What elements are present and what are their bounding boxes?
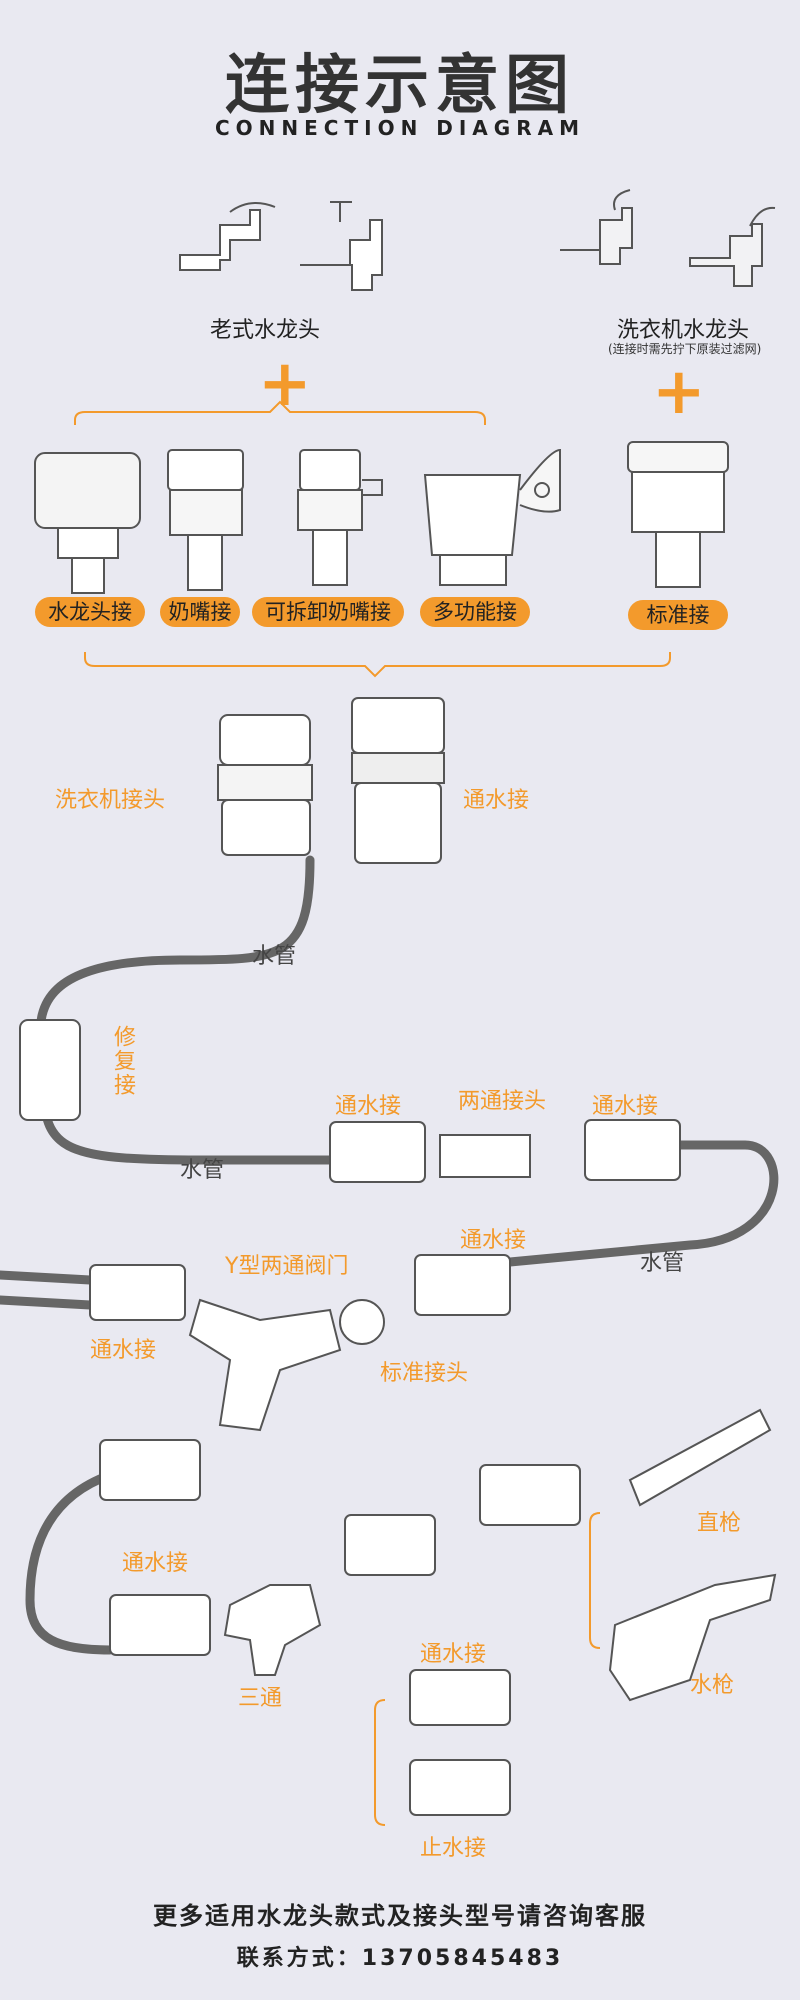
detachable-nipple-connector-icon [297, 449, 383, 586]
pass-connector-label: 通水接 [592, 1094, 659, 1119]
y-valve-icon [188, 1298, 342, 1432]
pass-connector-5-icon [89, 1264, 186, 1321]
pass-connector-label: 通水接 [90, 1338, 157, 1363]
y-valve-label: Y型两通阀门 [225, 1254, 349, 1279]
straight-gun-icon [628, 1408, 772, 1507]
water-gun-icon [608, 1573, 777, 1702]
standard-joint-label: 标准接头 [380, 1361, 469, 1386]
plus-icon: + [652, 355, 706, 429]
hose-label: 水管 [180, 1158, 225, 1183]
tee-label: 三通 [238, 1686, 283, 1711]
connector-pill-faucet: 水龙头接 [35, 597, 145, 627]
multi-function-connector-icon [423, 448, 561, 586]
washer-faucet-label: 洗衣机水龙头 [617, 318, 750, 343]
pass-connector-label: 通水接 [460, 1228, 527, 1253]
two-way-connector-label: 两通接头 [458, 1089, 547, 1114]
connector-pill-multi-function: 多功能接 [420, 597, 530, 627]
washer-connector-label: 洗衣机接头 [55, 788, 166, 813]
tee-icon [223, 1584, 322, 1676]
page-subtitle: CONNECTION DIAGRAM [214, 116, 585, 140]
page-title: 连接示意图 [225, 49, 575, 123]
pass-connector-label: 通水接 [463, 788, 530, 813]
nipple-connector-icon [167, 449, 244, 591]
pass-connector-4-icon [414, 1254, 511, 1316]
hose-label: 水管 [640, 1251, 685, 1276]
pass-connector-label: 通水接 [420, 1642, 487, 1667]
gun-bracket [589, 1512, 601, 1649]
repair-connector-label: 修复接 [110, 1025, 135, 1097]
water-gun-label: 水枪 [690, 1673, 735, 1698]
contact-info: 联系方式：13705845483 [236, 1946, 564, 1971]
pass-connector-icon [351, 697, 445, 864]
washer-connector-icon [217, 714, 313, 856]
pass-connector-label: 通水接 [335, 1094, 402, 1119]
stop-connector-icon [409, 1759, 511, 1816]
footer-note: 更多适用水龙头款式及接头型号请咨询客服 [153, 1902, 647, 1930]
pass-connector-6a-icon [99, 1439, 201, 1501]
pass-connector-2-icon [329, 1121, 426, 1183]
plus-icon: + [258, 347, 312, 421]
repair-connector-icon [19, 1019, 81, 1121]
pass-connector-8-icon [409, 1669, 511, 1726]
old-faucet-label: 老式水龙头 [210, 318, 321, 343]
stop-connector-label: 止水接 [420, 1836, 487, 1861]
two-way-connector-icon [439, 1134, 531, 1178]
connector-bracket [84, 652, 671, 678]
old-faucet-bracket [74, 400, 486, 425]
washer-faucet-note: (连接时需先拧下原装过滤网) [608, 342, 762, 356]
standard-joint-icon [339, 1299, 385, 1345]
pass-connector-7b-icon [479, 1464, 581, 1526]
pass-connector-label: 通水接 [122, 1551, 189, 1576]
pass-connector-7a-icon [344, 1514, 436, 1576]
old-faucet-icon [179, 201, 383, 291]
faucet-connector-icon [34, 452, 141, 594]
connector-pill-detachable-nipple: 可拆卸奶嘴接 [252, 597, 404, 627]
end-connector-bracket [374, 1699, 386, 1826]
straight-gun-label: 直枪 [697, 1511, 742, 1536]
pass-connector-3-icon [584, 1119, 681, 1181]
connector-pill-standard: 标准接 [628, 600, 728, 630]
standard-connector-icon [627, 441, 729, 588]
pass-connector-6b-icon [109, 1594, 211, 1656]
connector-pill-nipple: 奶嘴接 [160, 597, 240, 627]
washer-faucet-icon [560, 189, 776, 287]
hose-label: 水管 [252, 944, 297, 969]
